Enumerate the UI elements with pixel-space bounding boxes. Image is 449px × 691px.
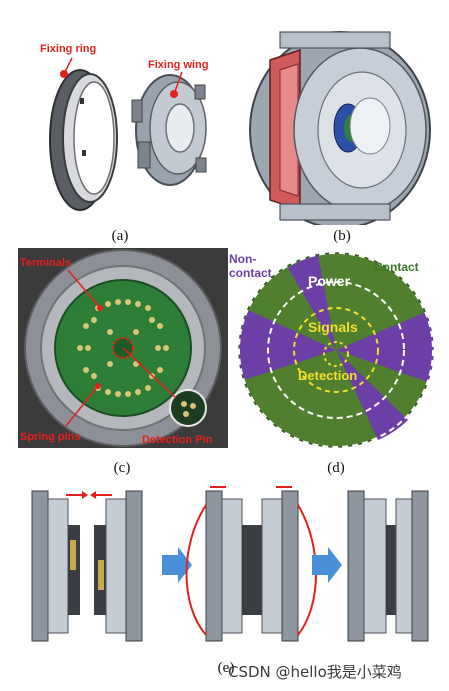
panel-c-figure: Terminals Spring pins Detection Pin xyxy=(18,248,228,448)
caption-b: (b) xyxy=(333,228,351,244)
panel-b-figure xyxy=(249,31,431,225)
power-ring xyxy=(267,281,405,419)
caption-d: (d) xyxy=(327,460,345,476)
fixing-wing xyxy=(131,74,207,186)
detection-ring xyxy=(323,341,349,367)
noncontact-sector-bottom xyxy=(336,350,408,440)
signals-ring xyxy=(293,307,379,393)
detection-label: Detection xyxy=(298,368,357,383)
caption-e: (e) xyxy=(217,660,235,676)
noncontact-label-line1: Non- xyxy=(229,252,257,266)
panel-d-figure: Power Signals Detection xyxy=(238,252,434,448)
fixing-ring xyxy=(49,69,118,211)
fixing-ring-label: Fixing ring xyxy=(40,43,96,55)
contact-label: Contact xyxy=(374,260,419,274)
terminals-label: Terminals xyxy=(20,257,71,269)
caption-c: (c) xyxy=(113,460,131,476)
signals-label: Signals xyxy=(308,319,358,335)
noncontact-sector-left xyxy=(239,310,336,380)
caption-a: (a) xyxy=(111,228,129,244)
spring-pins-label: Spring pins xyxy=(20,431,81,443)
fixing-wing-label: Fixing wing xyxy=(148,59,209,71)
noncontact-label-line2: contact xyxy=(229,266,272,280)
assembled-connector xyxy=(249,31,431,225)
detection-pin-label: Detection Pin xyxy=(142,434,213,446)
detection-pin-zoom xyxy=(169,389,207,427)
panel-e-figure xyxy=(31,486,429,642)
noncontact-sector-top xyxy=(288,255,336,350)
stage-rotating xyxy=(185,486,317,642)
csdn-watermark: CSDN @hello我是小菜鸡 xyxy=(228,663,402,681)
arrow-right-2 xyxy=(312,547,342,583)
panel-a-figure: Fixing ring Fixing wing xyxy=(40,43,209,211)
noncontact-sector-right xyxy=(336,312,434,382)
noncontact-label: Non- contact xyxy=(229,252,272,280)
stage-separated xyxy=(31,490,143,642)
power-label: Power xyxy=(308,273,351,289)
arrow-right-1 xyxy=(162,547,192,583)
stage-mated xyxy=(347,490,429,642)
